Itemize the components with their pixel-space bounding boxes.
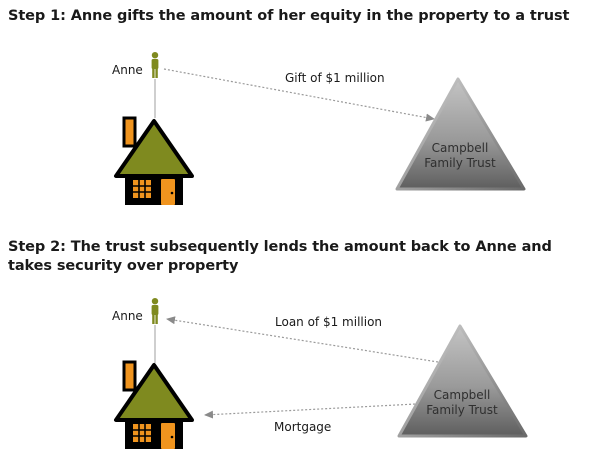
step1-gift-arrow bbox=[163, 68, 435, 122]
step2-mortgage-arrow bbox=[204, 402, 436, 419]
step2-trust-name-line1: Campbell bbox=[434, 388, 491, 402]
step2-trust-name-line2: Family Trust bbox=[426, 403, 498, 417]
step1-person-label: Anne bbox=[112, 63, 143, 77]
step2-loan-arrow bbox=[166, 316, 439, 363]
step2-trust-icon: Campbell Family Trust bbox=[397, 324, 528, 438]
step1-house-icon bbox=[114, 116, 194, 205]
step2-person-icon bbox=[151, 298, 159, 324]
step1-trust-icon: Campbell Family Trust bbox=[395, 77, 526, 191]
step2-mortgage-label: Mortgage bbox=[274, 420, 331, 434]
step1-diagram: Anne Gift of $1 million Campbell Family bbox=[112, 52, 526, 205]
step1-trust-name-line1: Campbell bbox=[432, 141, 489, 155]
step1-heading: Step 1: Anne gifts the amount of her equ… bbox=[8, 8, 570, 24]
step1-arrow-label: Gift of $1 million bbox=[285, 71, 385, 85]
step1-person-icon bbox=[151, 52, 159, 78]
step2-diagram: Anne Loan of $1 million Mortgage Ca bbox=[112, 298, 528, 449]
step1-trust-name-line2: Family Trust bbox=[424, 156, 496, 170]
step2-heading: Step 2: The trust subsequently lends the… bbox=[8, 239, 552, 274]
step2-loan-label: Loan of $1 million bbox=[275, 315, 382, 329]
step2-house-icon bbox=[114, 360, 194, 449]
step2-person-label: Anne bbox=[112, 309, 143, 323]
